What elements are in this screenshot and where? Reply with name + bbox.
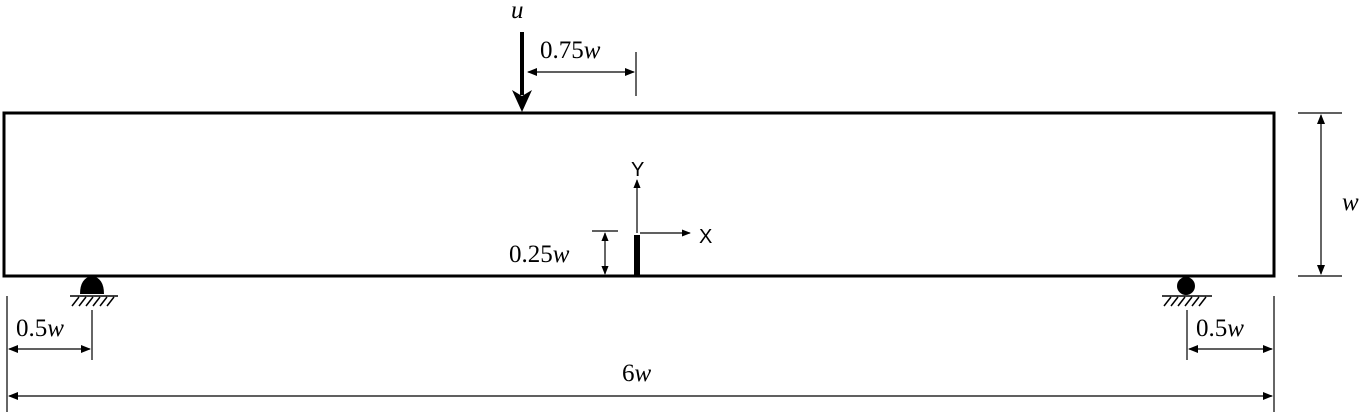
y-axis-label: Y xyxy=(631,159,644,181)
coordinate-axes xyxy=(633,179,691,237)
beam-height-dimension xyxy=(1298,112,1342,277)
left-support-offset-label: 0.5w xyxy=(16,315,64,342)
notch xyxy=(634,235,640,276)
beam-height-label: w xyxy=(1342,189,1359,216)
load-offset-dimension xyxy=(527,52,637,96)
right-support-offset-label: 0.5w xyxy=(1196,315,1244,342)
load-arrow xyxy=(512,32,532,112)
load-offset-label: 0.75w xyxy=(540,37,601,64)
right-roller-support xyxy=(1162,277,1212,307)
left-pinned-support xyxy=(70,276,118,307)
x-axis-label: X xyxy=(699,226,712,248)
notch-depth-label: 0.25w xyxy=(509,241,570,268)
span-label: 6w xyxy=(622,360,652,387)
load-label: u xyxy=(511,0,524,24)
notch-depth-dimension xyxy=(592,230,618,275)
